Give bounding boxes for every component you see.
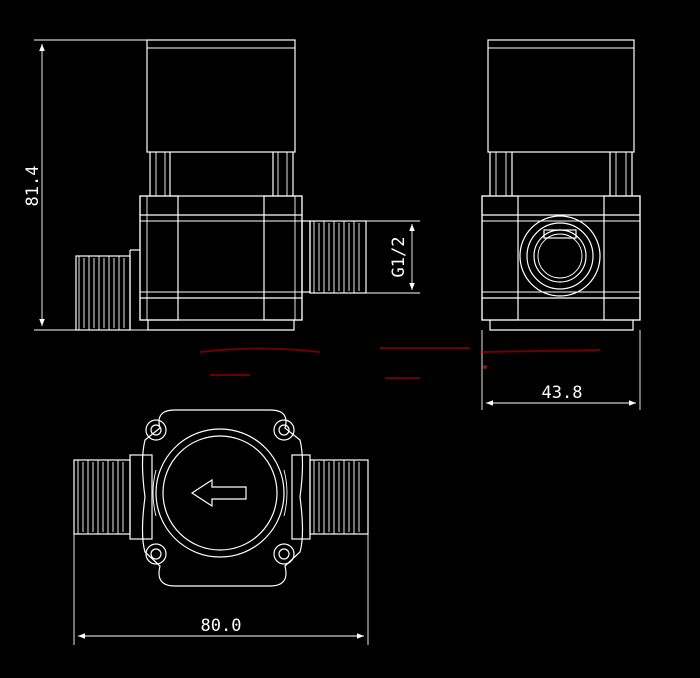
left-arrow-icon xyxy=(190,478,247,508)
side-port-opening xyxy=(519,215,601,297)
mounting-holes xyxy=(145,419,295,565)
front-top-cap xyxy=(146,39,296,153)
length-dimension: 80.0 xyxy=(73,534,369,645)
thread-dimension: G1/2 xyxy=(366,220,420,294)
height-dimension: 81.4 xyxy=(23,39,148,331)
thread-label: G1/2 xyxy=(389,237,409,278)
top-left-thread xyxy=(73,454,153,540)
top-right-thread xyxy=(291,454,369,540)
side-top-cap xyxy=(487,39,635,153)
front-view xyxy=(75,39,367,331)
top-view xyxy=(73,409,369,587)
top-body-outline xyxy=(141,409,304,587)
depth-label: 43.8 xyxy=(542,383,583,403)
height-label: 81.4 xyxy=(23,166,43,207)
side-view xyxy=(481,39,641,331)
top-dial-outer xyxy=(155,428,285,558)
scan-artifact xyxy=(199,347,601,379)
length-label: 80.0 xyxy=(201,616,242,636)
top-dial-inner xyxy=(162,435,278,551)
front-left-thread xyxy=(75,249,140,331)
front-right-thread xyxy=(301,220,367,294)
depth-dimension: 43.8 xyxy=(481,330,641,410)
